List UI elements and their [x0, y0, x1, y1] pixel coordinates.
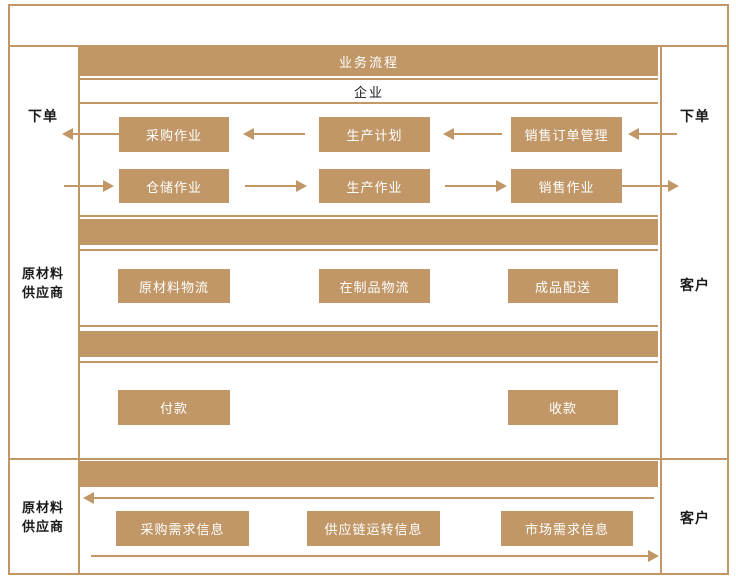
arrow-sales-to-customer-icon — [622, 180, 679, 192]
arrow-warehouse-to-production-icon — [245, 180, 307, 192]
bottom-right-customer-label: 客户 — [680, 510, 710, 526]
box-payment: 付款 — [118, 390, 230, 425]
bottom-section-divider — [8, 458, 729, 460]
arrow-info-flow-left-icon — [83, 492, 654, 504]
left-supplier-label: 原材料 供应商 — [8, 265, 78, 303]
arrow-info-flow-right-icon — [91, 550, 659, 562]
process-title-bar: 业务流程 — [80, 47, 658, 76]
bottom-left-supplier-line1: 原材料 — [21, 500, 64, 515]
box-production-plan: 生产计划 — [319, 117, 430, 152]
left-supplier-line1: 原材料 — [21, 266, 64, 281]
box-raw-material-logistics: 原材料物流 — [118, 269, 230, 303]
arrow-production-to-sales-icon — [445, 180, 507, 192]
section-b-bottom-border — [80, 325, 658, 327]
arrow-customer-order-to-sales-icon — [628, 128, 677, 140]
left-supplier-line2: 供应商 — [21, 284, 64, 300]
left-column-divider — [78, 45, 80, 575]
arrow-left-to-order-icon — [62, 128, 119, 140]
separator-bar-3 — [80, 461, 658, 487]
right-column-divider — [660, 45, 662, 575]
left-order-label: 下单 — [28, 108, 58, 124]
box-finished-goods-delivery: 成品配送 — [508, 269, 618, 303]
box-sales-ops: 销售作业 — [511, 169, 622, 203]
box-production-ops: 生产作业 — [319, 169, 430, 203]
box-market-demand-info: 市场需求信息 — [501, 511, 633, 546]
section-c-top-border — [80, 361, 658, 363]
box-sales-order-mgmt: 销售订单管理 — [511, 117, 622, 152]
bottom-left-supplier-label: 原材料 供应商 — [8, 499, 78, 537]
right-order-label: 下单 — [680, 108, 710, 124]
bottom-left-supplier-line2: 供应商 — [21, 518, 64, 534]
box-warehouse-ops: 仓储作业 — [119, 169, 229, 203]
box-collection: 收款 — [508, 390, 618, 425]
section-b-top-border — [80, 249, 658, 251]
box-supply-chain-info: 供应链运转信息 — [307, 511, 440, 546]
arrow-supplier-to-warehouse-icon — [64, 180, 114, 192]
separator-bar-1 — [80, 219, 658, 245]
arrow-sales-to-plan-icon — [443, 128, 502, 140]
box-purchase-demand-info: 采购需求信息 — [116, 511, 249, 546]
box-procurement-ops: 采购作业 — [119, 117, 229, 152]
top-strip-divider — [8, 45, 729, 47]
right-customer-label: 客户 — [680, 277, 710, 293]
enterprise-bar: 企业 — [80, 78, 658, 104]
arrow-plan-to-procurement-icon — [243, 128, 305, 140]
box-wip-logistics: 在制品物流 — [319, 269, 430, 303]
separator-bar-2 — [80, 331, 658, 357]
section-a-bottom-border — [80, 215, 658, 217]
outer-frame — [8, 4, 729, 575]
